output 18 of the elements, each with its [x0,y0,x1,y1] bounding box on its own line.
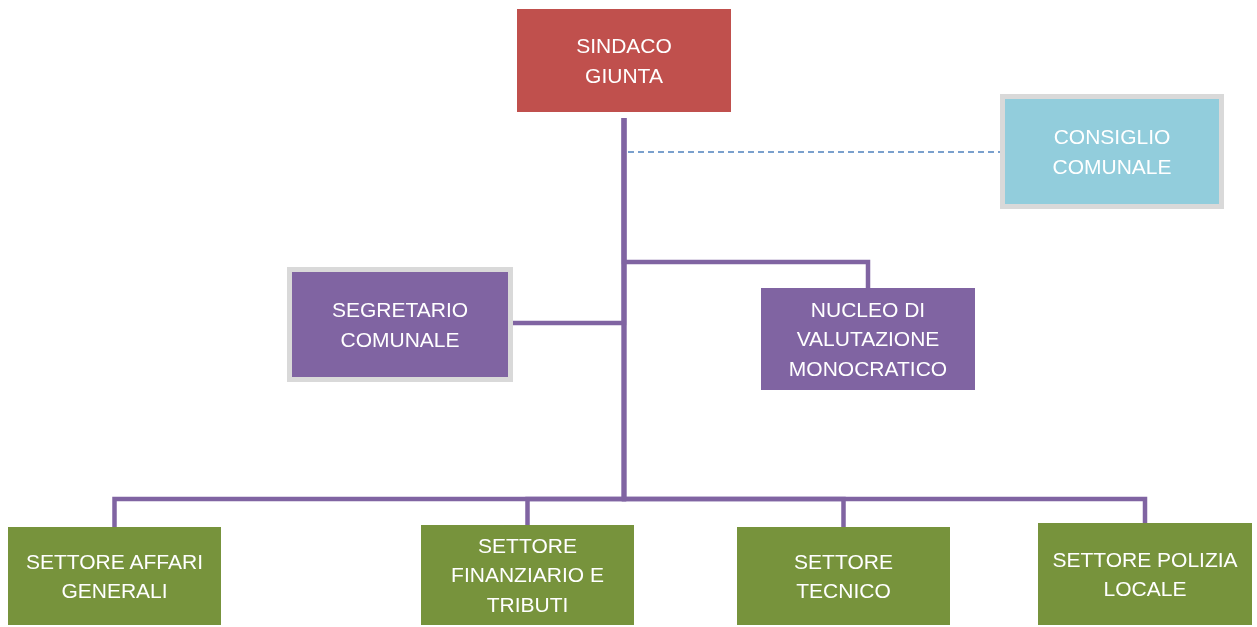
org-box [761,288,975,390]
box-label: SETTORE AFFARI GENERALI [25,548,204,604]
org-box [8,527,221,625]
box-label: SETTORE TECNICO [793,548,894,604]
box-label: SEGRETARIO COMUNALE [330,297,470,353]
box-label: SINDACO GIUNTA [575,33,673,89]
org-box [287,267,513,382]
box-label: NUCLEO DI VALUTAZIONE MONOCRATICO [787,296,949,382]
org-box [1000,94,1224,209]
dashed-connector [627,151,1001,153]
org-box [1038,523,1252,625]
box-label: SETTORE FINANZIARIO E TRIBUTI [450,532,605,618]
connector-line [621,118,1148,523]
org-box [737,527,950,625]
org-box [517,9,731,112]
box-label: SETTORE POLIZIA LOCALE [1051,546,1239,602]
box-label: CONSIGLIO COMUNALE [1051,124,1173,180]
org-box [421,525,634,625]
